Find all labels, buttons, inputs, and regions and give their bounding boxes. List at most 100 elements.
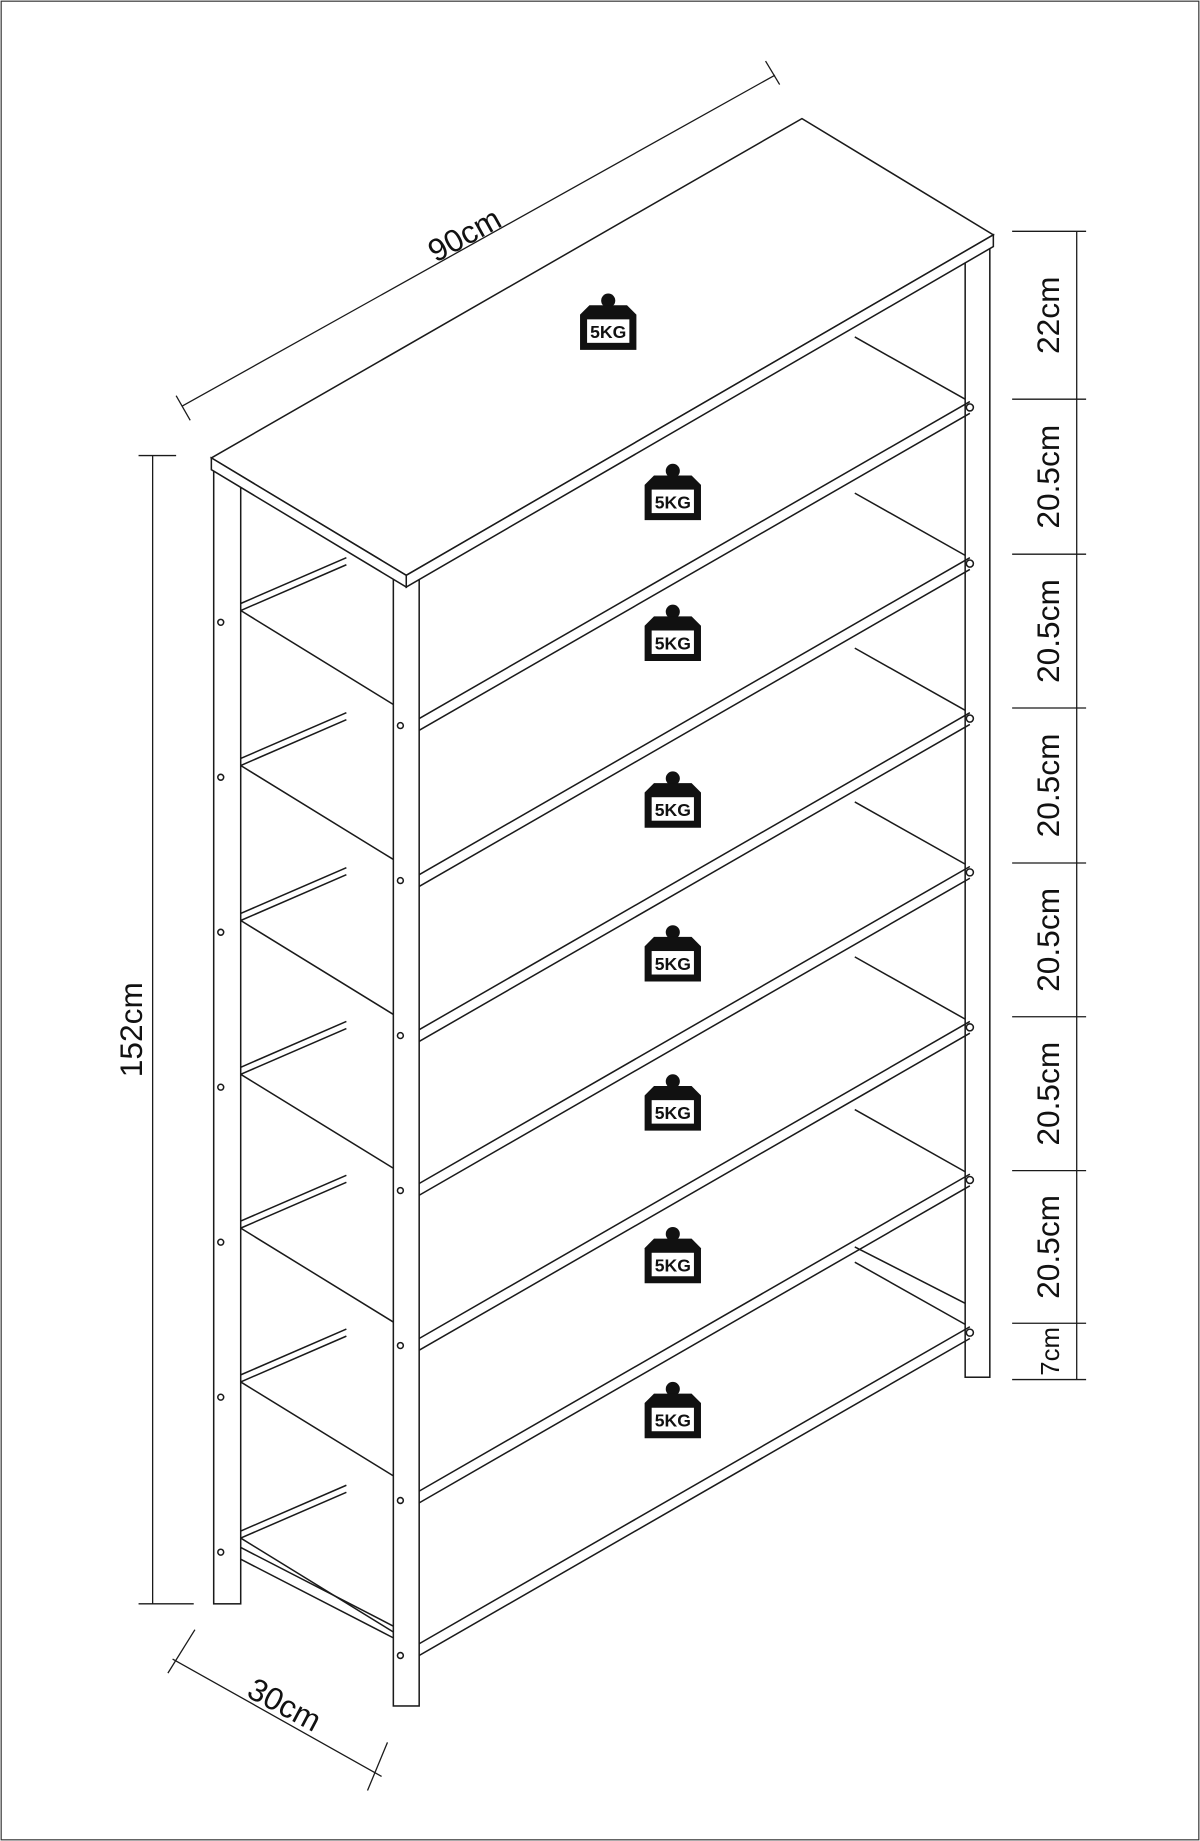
shelf-left-rail-edge xyxy=(240,1027,347,1076)
shelf-front-rail-edge xyxy=(418,568,971,888)
shelf xyxy=(240,647,975,1043)
weight-icon: 5KG xyxy=(644,1381,701,1439)
left-front-leg xyxy=(212,468,242,1605)
screw-hole xyxy=(396,876,405,885)
shelf-side-edge xyxy=(240,764,394,861)
rail-end-cap xyxy=(965,403,975,412)
height-label: 152cm xyxy=(113,982,149,1077)
shelf-front-rail-edge xyxy=(418,412,971,731)
shelf-front-rail xyxy=(418,712,971,1031)
shelf-left-rail-edge xyxy=(240,719,347,767)
tier-spacing-label: 7cm xyxy=(1037,1327,1065,1376)
weight-icon: 5KG xyxy=(644,771,701,828)
screw-hole xyxy=(396,1186,405,1195)
shelf-left-rail xyxy=(240,1484,347,1532)
shelf-side-edge xyxy=(240,1073,394,1169)
rail-end-cap xyxy=(965,1328,975,1337)
tier-spacing-label: 20.5cm xyxy=(1030,888,1066,992)
shelf-back-edge xyxy=(854,647,966,711)
load-labels: 5KG 5KG 5KG 5KG 5KG 5KG 5KG 5KG xyxy=(580,293,701,1439)
tier-spacing-label: 22cm xyxy=(1030,276,1066,353)
screw-hole xyxy=(396,1651,405,1660)
shelf-left-rail-edge xyxy=(240,1181,347,1229)
tier-spacing-label: 20.5cm xyxy=(1030,1042,1066,1146)
shelf-back-edge xyxy=(854,492,966,557)
screw-hole xyxy=(217,928,225,936)
shelf xyxy=(240,1261,975,1657)
shelf-left-rail-edge xyxy=(240,1491,347,1539)
tier-spacing-dimensions: 22cm20.5cm20.5cm20.5cm20.5cm20.5cm20.5cm… xyxy=(1012,230,1087,1381)
rail-end-cap xyxy=(965,1175,975,1185)
shelf-left-rail xyxy=(240,711,347,760)
weight-label: 5KG xyxy=(655,1411,691,1431)
weight-icon: 5KG xyxy=(644,604,701,662)
shelf-back-edge xyxy=(854,956,966,1020)
shelf-front-rail-edge xyxy=(418,1337,971,1657)
shelf-front-rail xyxy=(418,557,971,876)
rail-end-cap xyxy=(965,1023,975,1032)
screw-hole xyxy=(396,1341,405,1350)
screw-hole xyxy=(217,618,225,626)
shelf-left-rail-edge xyxy=(240,1335,347,1383)
rail-end-cap xyxy=(965,559,975,568)
shelf-front-rail xyxy=(418,865,971,1185)
shelf-side-edge xyxy=(240,1537,394,1633)
shelf xyxy=(240,801,975,1196)
shelf-back-edge xyxy=(854,1261,966,1326)
screw-hole xyxy=(217,1238,225,1246)
weight-icon: 5KG xyxy=(644,925,701,982)
shelf-front-rail xyxy=(418,1020,971,1340)
shelf-left-rail-edge xyxy=(240,564,347,612)
rail-end-cap xyxy=(965,868,975,877)
shelf-structure xyxy=(209,117,995,1707)
width-label: 90cm xyxy=(422,200,507,269)
shelf xyxy=(240,1108,975,1504)
shelf-left-rail xyxy=(240,866,347,915)
depth-dimension: 30cm xyxy=(167,1629,389,1791)
weight-icon: 5KG xyxy=(644,1226,701,1284)
depth-label: 30cm xyxy=(242,1670,327,1738)
top-board-front xyxy=(405,233,995,589)
shelf-left-rail xyxy=(240,1174,347,1222)
screw-hole xyxy=(217,773,225,781)
weight-label: 5KG xyxy=(655,800,691,820)
shelf-front-rail-edge xyxy=(418,1185,971,1504)
shelf xyxy=(240,492,975,888)
screw-hole xyxy=(396,721,405,730)
front-right-leg xyxy=(392,574,420,1707)
weight-label: 5KG xyxy=(655,492,691,512)
shelf xyxy=(240,336,975,731)
weight-icon: 5KG xyxy=(644,463,701,521)
screw-hole xyxy=(396,1031,405,1040)
shelf-left-rail xyxy=(240,1020,347,1068)
shelf-front-rail xyxy=(418,1173,971,1492)
shelf-left-rail xyxy=(240,557,347,605)
weight-icon: 5KG xyxy=(644,1074,701,1131)
screw-hole xyxy=(217,1548,225,1556)
weight-label: 5KG xyxy=(655,1103,691,1123)
shelf-side-edge xyxy=(240,1227,394,1323)
shelf-side-edge xyxy=(240,919,394,1016)
tier-spacing-label: 20.5cm xyxy=(1030,579,1066,683)
height-dimension: 152cm xyxy=(113,454,194,1605)
shelf-front-rail-edge xyxy=(418,723,971,1043)
shelf-front-rail-edge xyxy=(418,1032,971,1351)
shelf xyxy=(240,956,975,1351)
back-right-leg xyxy=(964,245,991,1378)
screw-hole xyxy=(217,1393,225,1401)
screw-hole xyxy=(396,1496,405,1505)
shelf-front-rail xyxy=(418,1326,971,1645)
rail-end-cap xyxy=(965,714,975,723)
shelf-front-rail xyxy=(418,400,971,720)
weight-label: 5KG xyxy=(655,1256,691,1276)
weight-label: 5KG xyxy=(590,322,626,342)
shelf-front-rail-edge xyxy=(418,877,971,1196)
bottom-side-rail-edge xyxy=(240,1558,394,1639)
shelf-side-edge xyxy=(240,609,394,706)
shelf-side-edge xyxy=(240,1381,394,1477)
shelf-back-edge xyxy=(854,336,966,400)
screw-hole xyxy=(217,1083,225,1091)
